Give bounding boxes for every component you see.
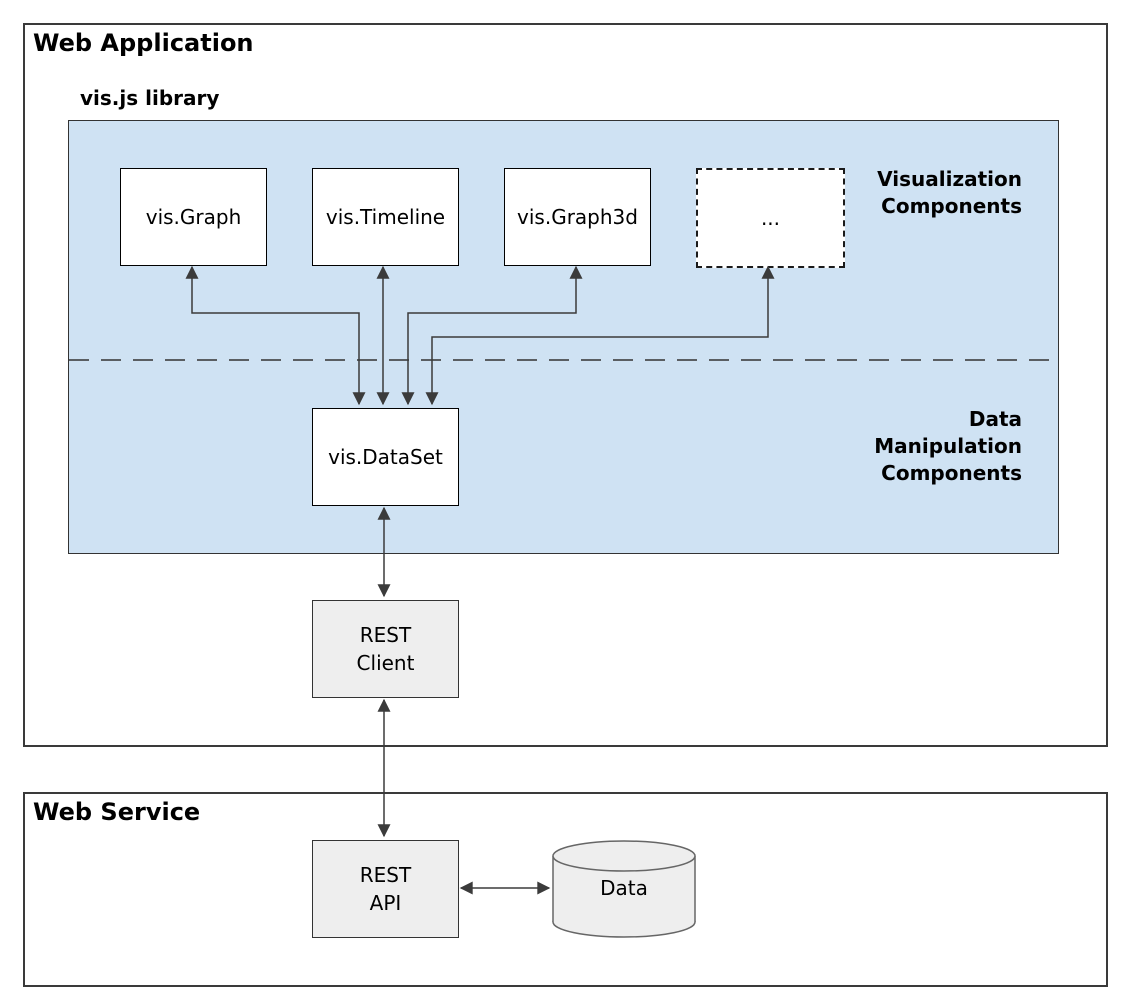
node-rest-api: REST API	[312, 840, 459, 938]
node-vis-dataset: vis.DataSet	[312, 408, 459, 506]
data-manipulation-components-label: Data Manipulation Components	[874, 407, 1022, 485]
node-more-components: ...	[696, 168, 845, 268]
visjs-library-label: vis.js library	[80, 86, 220, 110]
node-rest-client: REST Client	[312, 600, 459, 698]
node-vis-timeline: vis.Timeline	[312, 168, 459, 266]
visualization-components-label: Visualization Components	[877, 167, 1022, 218]
web-service-title: Web Service	[33, 798, 201, 826]
node-data-store-label: Data	[600, 876, 648, 900]
node-vis-graph3d: vis.Graph3d	[504, 168, 651, 266]
node-vis-graph: vis.Graph	[120, 168, 267, 266]
web-application-title: Web Application	[33, 29, 254, 57]
